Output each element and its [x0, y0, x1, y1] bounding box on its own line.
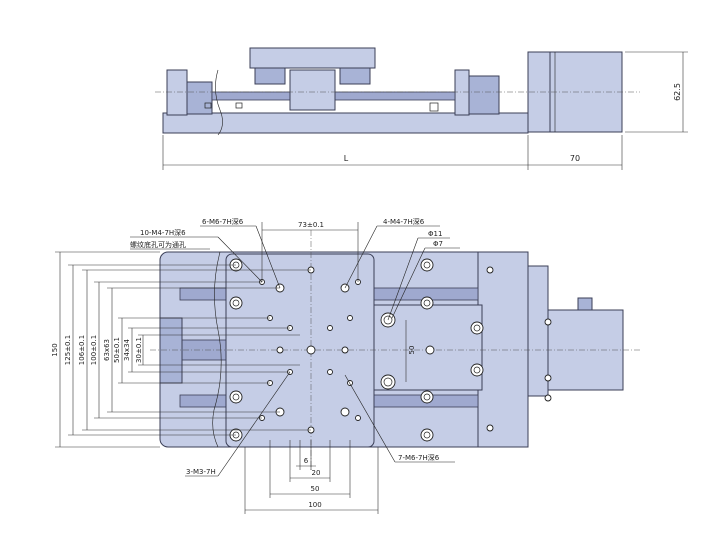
callouts: 6-M6-7H深6 10-M4-7H深6 螺纹底孔可为通孔 4-M4-7H深6 …	[130, 217, 460, 477]
dim-motor-label: 70	[570, 154, 580, 163]
hole-m4-1	[276, 346, 284, 354]
callout-4m4-label: 4-M4-7H深6	[383, 217, 425, 226]
callout-phi11-label: Φ11	[428, 230, 442, 238]
dim-125-label: 125±0.1	[64, 335, 72, 365]
hole-m4-10	[355, 415, 361, 421]
side-left-bearing	[186, 81, 213, 115]
hole-m3-2	[327, 325, 333, 331]
callout-phi7-label: Φ7	[433, 240, 443, 248]
dim-150-label: 150	[51, 343, 59, 356]
top-view: 150 125±0.1 106±0.1 100±0.1 63x63 50±0.1	[51, 217, 640, 514]
top-right-end-cap	[477, 251, 529, 448]
dim-106-label: 106±0.1	[78, 335, 86, 365]
top-motor-connector	[577, 297, 593, 311]
top-break-line	[212, 251, 222, 448]
side-left-end-block	[166, 69, 188, 116]
side-screw-1	[204, 102, 212, 109]
dim-63-label: 63x63	[103, 339, 111, 361]
dim-50v-label: 50±0.1	[113, 337, 121, 363]
side-screw-3	[429, 102, 439, 112]
side-right-end-block	[454, 69, 470, 116]
side-view: L 70 62.5	[155, 47, 688, 170]
side-carriage-block-right	[339, 67, 371, 85]
dim-20-label: 20	[312, 469, 321, 477]
callout-7m6-label: 7-M6-7H深6	[398, 453, 440, 462]
dim-50h-label: 50	[311, 485, 320, 493]
side-base-plate	[162, 112, 529, 134]
dim-6-label: 6	[304, 457, 309, 465]
callout-thread-label: 螺纹底孔可为通孔	[130, 240, 186, 249]
dim-34-label: 34x34	[123, 338, 131, 361]
hole-m3-4	[327, 369, 333, 375]
dim-73-label: 73±0.1	[298, 221, 324, 229]
side-coupler-housing	[468, 75, 500, 115]
callout-3m3-label: 3-M3-7H	[186, 468, 216, 476]
dim-100-label: 100±0.1	[90, 335, 98, 365]
side-carriage-block-left	[254, 67, 286, 85]
dim-100h-label: 100	[308, 501, 321, 509]
side-nut-block	[289, 69, 336, 111]
dim-30-label: 30±0.1	[135, 337, 143, 363]
hole-m6-5	[340, 407, 350, 417]
left-dimensions: 150 125±0.1 106±0.1 100±0.1 63x63 50±0.1	[51, 251, 311, 448]
callout-10m4-label: 10-M4-7H深6	[140, 228, 186, 237]
dim-height-label: 62.5	[673, 83, 682, 101]
hole-m6-center	[306, 345, 316, 355]
side-break-line	[215, 69, 223, 136]
hole-m4-2	[341, 346, 349, 354]
base-counterbore-holes	[229, 258, 552, 442]
side-top-table	[249, 47, 376, 69]
hole-m4-6	[347, 315, 353, 321]
dim-50-inner-label: 50	[408, 346, 416, 355]
callout-6m6-label: 6-M6-7H深6	[202, 217, 244, 226]
dim-length-label: L	[344, 154, 349, 163]
side-screw-2	[235, 102, 243, 109]
bottom-dimensions: 6 20 50 100	[244, 440, 379, 514]
